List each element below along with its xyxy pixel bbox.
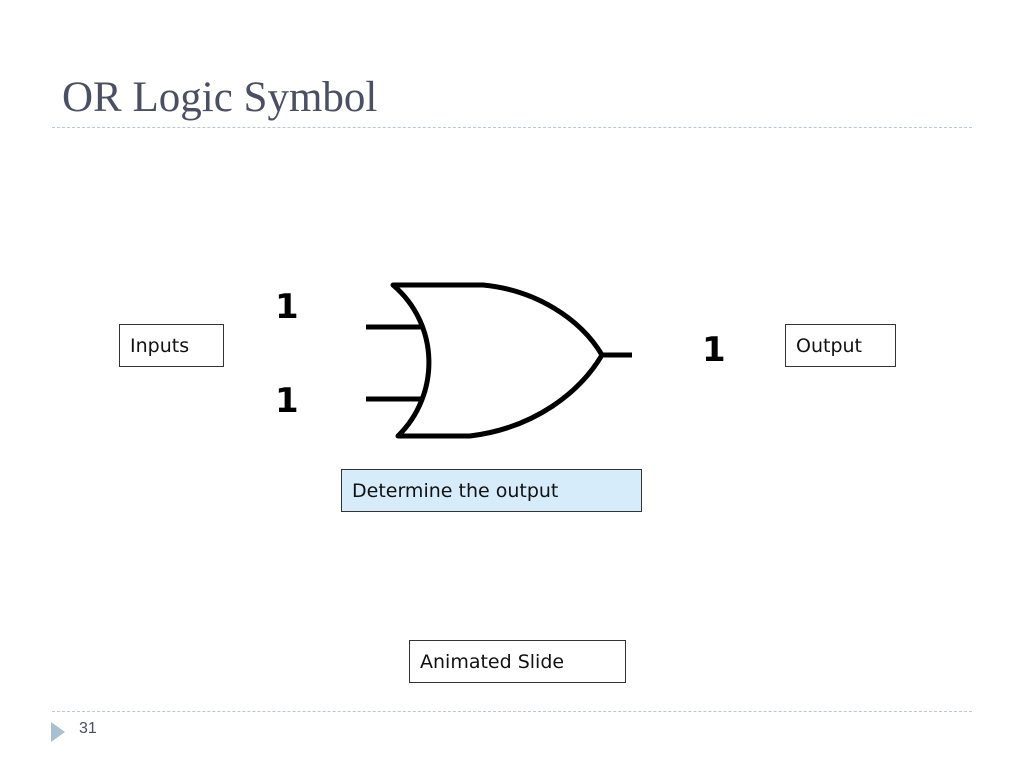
page-number: 31 [79,720,97,737]
input-b-value: 1 [275,381,299,421]
determine-output-box: Determine the output [341,469,642,512]
output-label: Output [796,334,862,357]
output-label-box: Output [785,324,896,367]
inputs-label-box: Inputs [119,324,224,367]
footer-divider [52,711,972,712]
output-value: 1 [702,330,726,370]
animated-slide-box: Animated Slide [409,640,626,683]
inputs-label: Inputs [130,334,190,357]
or-gate-body [390,282,605,439]
triangle-right-icon [51,722,65,742]
animated-slide-label: Animated Slide [420,650,565,673]
determine-output-label: Determine the output [352,479,559,502]
title-divider [52,127,972,128]
slide-title: OR Logic Symbol [62,74,378,121]
input-a-value: 1 [275,287,299,327]
or-gate-symbol [366,282,632,439]
